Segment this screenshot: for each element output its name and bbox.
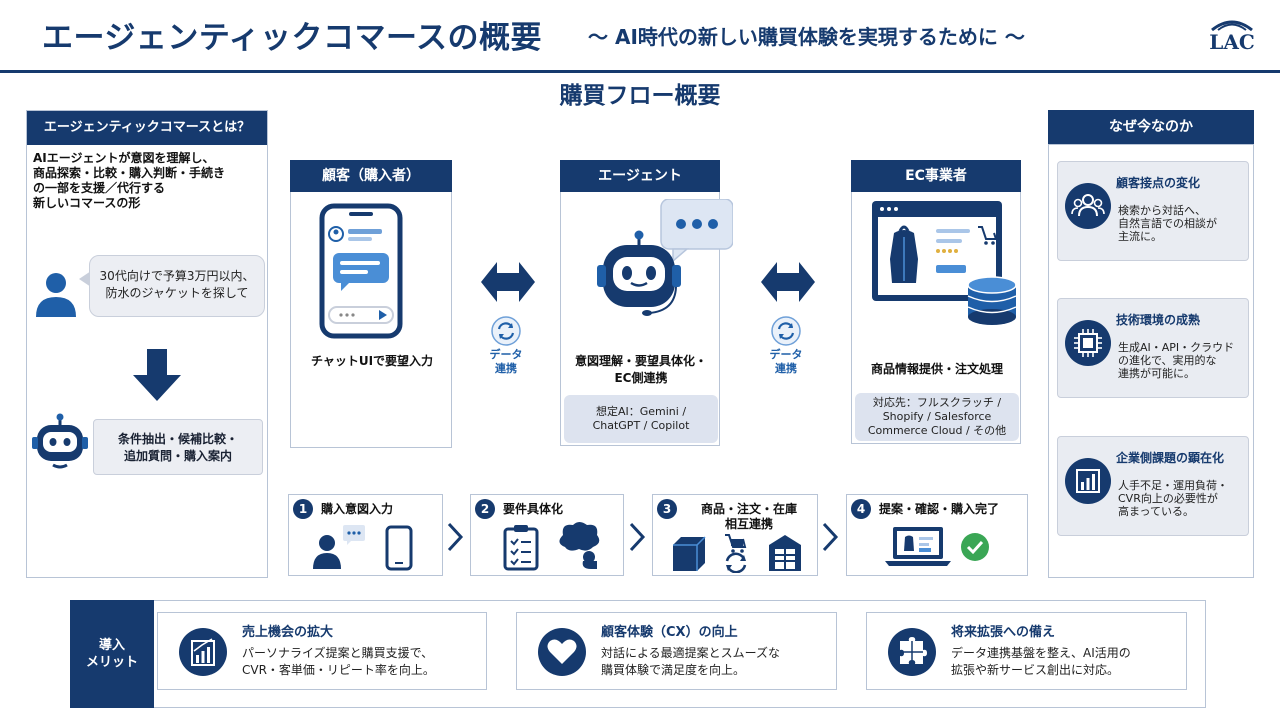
step-number: 4 bbox=[851, 499, 871, 519]
reason-title: 技術環境の成熟 bbox=[1116, 313, 1201, 327]
company-logo: LAC bbox=[1204, 16, 1260, 56]
step-3: 3 商品・注文・在庫 相互連携 bbox=[652, 494, 818, 576]
user-phone-icon bbox=[313, 525, 413, 571]
agent-ai-note: 想定AI：Gemini / ChatGPT / Copilot bbox=[564, 395, 718, 443]
user-request-bubble: 30代向けで予算3万円以内、 防水のジャケットを探して bbox=[89, 255, 265, 317]
product-order-stock-icon bbox=[673, 534, 801, 573]
why-now-heading: なぜ今なのか bbox=[1048, 110, 1254, 144]
reason-card-customer-touchpoint: 顧客接点の変化 検索から対話へ、 自然言語での相談が 主流に。 bbox=[1057, 161, 1249, 261]
definition-text: AIエージェントが意図を理解し、 商品探索・比較・購入判断・手続き の一部を支援… bbox=[33, 151, 226, 210]
bar-chart-icon bbox=[1065, 458, 1111, 504]
agent-result-box: 条件抽出・候補比較・ 追加質問・購入案内 bbox=[93, 419, 263, 475]
benefit-card-sales: 売上機会の拡大 パーソナライズ提案と購買支援で、 CVR・客単価・リピート率を向… bbox=[157, 612, 487, 690]
bidirectional-arrow-icon bbox=[761, 262, 815, 302]
benefit-card-future: 将来拡張への備え データ連携基盤を整え、AI活用の 拡張や新サービス創出に対応。 bbox=[866, 612, 1187, 690]
people-group-icon bbox=[1065, 183, 1111, 229]
reason-body: 生成AI・API・クラウド の進化で、実用的な 連携が可能に。 bbox=[1118, 341, 1235, 380]
logo-arc-icon bbox=[1211, 20, 1253, 32]
reason-card-business-issues: 企業側課題の顕在化 人手不足・運用負荷・ CVR向上の必要性が 高まっている。 bbox=[1057, 436, 1249, 536]
ai-robot-icon bbox=[597, 199, 733, 316]
agent-column: エージェント 意図理解・要望具体化・ EC側連携 想定AI：Gemini / C… bbox=[560, 160, 733, 446]
smartphone-chat-icon bbox=[319, 203, 403, 339]
ec-heading: EC事業者 bbox=[851, 160, 1021, 192]
user-icon bbox=[36, 273, 76, 317]
chevron-right-icon bbox=[822, 522, 839, 552]
reason-title: 顧客接点の変化 bbox=[1116, 176, 1201, 190]
agent-label: 意図理解・要望具体化・ EC側連携 bbox=[574, 354, 707, 385]
definition-heading: エージェンティックコマースとは？ bbox=[27, 111, 267, 145]
bidirectional-arrow-icon bbox=[481, 262, 535, 302]
puzzle-icon bbox=[888, 628, 936, 676]
benefit-body: データ連携基盤を整え、AI活用の 拡張や新サービス創出に対応。 bbox=[951, 646, 1131, 677]
reason-body: 検索から対話へ、 自然言語での相談が 主流に。 bbox=[1118, 204, 1217, 243]
step-label: 提案・確認・購入完了 bbox=[879, 502, 1000, 516]
step-number: 1 bbox=[293, 499, 313, 519]
ec-platform-note: 対応先：フルスクラッチ / Shopify / Salesforce Comme… bbox=[855, 393, 1019, 441]
chevron-right-icon bbox=[629, 522, 646, 552]
laptop-check-icon bbox=[885, 527, 989, 566]
step-2: 2 要件具体化 bbox=[470, 494, 624, 576]
data-sync-label: データ 連携 bbox=[769, 348, 803, 375]
customer-heading: 顧客（購入者） bbox=[290, 160, 452, 192]
flow-title: 購買フロー概要 bbox=[559, 83, 721, 109]
step-label: 要件具体化 bbox=[503, 502, 564, 516]
step-number: 2 bbox=[475, 499, 495, 519]
agent-heading: エージェント bbox=[560, 160, 720, 192]
ec-store-icon bbox=[872, 201, 1017, 325]
header-divider bbox=[0, 70, 1280, 73]
reason-card-tech-maturity: 技術環境の成熟 生成AI・API・クラウド の進化で、実用的な 連携が可能に。 bbox=[1057, 298, 1249, 398]
page-title: エージェンティックコマースの概要 bbox=[42, 20, 542, 56]
cpu-chip-icon bbox=[1065, 320, 1111, 366]
reason-body: 人手不足・運用負荷・ CVR向上の必要性が 高まっている。 bbox=[1118, 479, 1228, 518]
speech-bubble-tail bbox=[79, 271, 91, 287]
step-number: 3 bbox=[657, 499, 677, 519]
robot-icon bbox=[32, 413, 88, 469]
growth-chart-icon bbox=[179, 628, 227, 676]
checklist-thinking-icon bbox=[503, 522, 600, 571]
logo-text: LAC bbox=[1209, 30, 1255, 54]
ec-label: 商品情報提供・注文処理 bbox=[870, 362, 1003, 376]
benefit-title: 売上機会の拡大 bbox=[242, 625, 334, 640]
sync-icon bbox=[491, 316, 521, 346]
step-label: 商品・注文・在庫 相互連携 bbox=[700, 502, 797, 531]
customer-label: チャットUIで要望入力 bbox=[310, 354, 434, 368]
benefits-heading: 導入 メリット bbox=[70, 600, 154, 708]
heart-icon bbox=[538, 628, 586, 676]
benefit-body: 対話による最適提案とスムーズな 購買体験で満足度を向上。 bbox=[601, 646, 781, 677]
benefit-card-cx: 顧客体験（CX）の向上 対話による最適提案とスムーズな 購買体験で満足度を向上。 bbox=[516, 612, 837, 690]
benefit-body: パーソナライズ提案と購買支援で、 CVR・客単価・リピート率を向上。 bbox=[242, 646, 435, 677]
benefit-title: 将来拡張への備え bbox=[951, 625, 1056, 640]
page-subtitle: 〜 AI時代の新しい購買体験を実現するために 〜 bbox=[588, 25, 1025, 49]
reason-title: 企業側課題の顕在化 bbox=[1116, 451, 1225, 465]
step-label: 購入意図入力 bbox=[321, 502, 394, 516]
data-sync-label: データ 連携 bbox=[489, 348, 523, 375]
chevron-right-icon bbox=[447, 522, 464, 552]
step-4: 4 提案・確認・購入完了 bbox=[846, 494, 1028, 576]
definition-panel: エージェンティックコマースとは？ AIエージェントが意図を理解し、 商品探索・比… bbox=[26, 110, 268, 578]
down-arrow-icon bbox=[133, 349, 181, 401]
customer-column: 顧客（購入者） チャットUIで要望入力 bbox=[290, 160, 452, 448]
ec-column: EC事業者 商品情報提供・注文処理 対応先：フルスクラッチ / Shopify … bbox=[851, 160, 1021, 444]
sync-icon bbox=[771, 316, 801, 346]
benefit-title: 顧客体験（CX）の向上 bbox=[601, 625, 738, 640]
step-1: 1 購入意図入力 bbox=[288, 494, 443, 576]
